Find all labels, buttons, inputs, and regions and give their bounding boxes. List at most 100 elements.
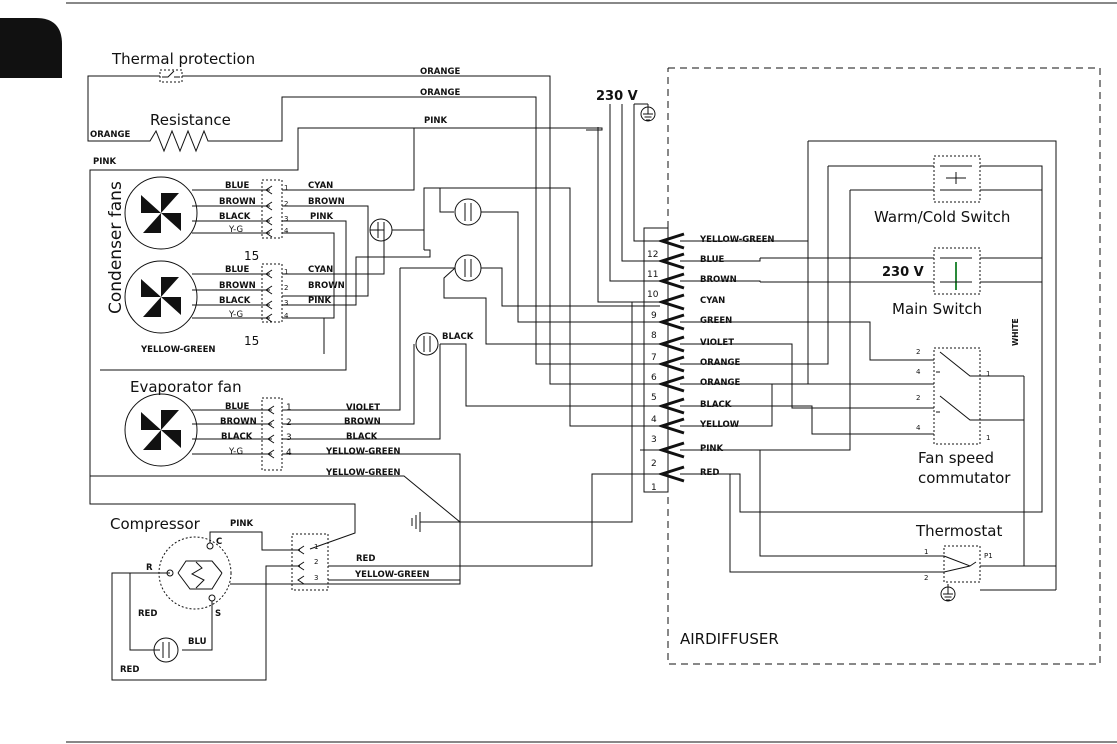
wire-label: Y-G xyxy=(228,447,243,457)
earth-symbol-bottom xyxy=(411,512,460,532)
wire-label: BROWN xyxy=(308,197,345,207)
pin-number: 2 xyxy=(916,394,920,402)
pin-number: 4 xyxy=(286,448,292,458)
connector-compressor xyxy=(291,533,329,591)
compressor-pin-r: R xyxy=(146,563,153,573)
compressor-pin-s: S xyxy=(215,609,221,619)
wire-label: YELLOW-GREEN xyxy=(140,345,216,355)
label-15: 15 xyxy=(244,334,259,348)
terminal-wire-label: YELLOW xyxy=(699,420,740,430)
fan-icon xyxy=(141,193,181,233)
terminal-number: 12 xyxy=(647,250,658,260)
wire-label: BLACK xyxy=(442,332,474,342)
pin-number: 1 xyxy=(284,268,288,276)
pin-number: 2 xyxy=(284,284,288,292)
capacitor-condenser xyxy=(369,218,393,242)
wire-label: BROWN xyxy=(308,281,345,291)
chapter-tab xyxy=(0,18,62,78)
fan-icon xyxy=(141,410,181,450)
evaporator-fan-label: Evaporator fan xyxy=(130,378,242,396)
capacitor-compressor xyxy=(153,637,179,663)
wire-label: PINK xyxy=(310,212,334,222)
capacitor-evaporator xyxy=(415,332,439,356)
wire-label-white: WHITE xyxy=(1011,318,1020,346)
wire-label: Y-G xyxy=(228,225,243,235)
pin-number: 4 xyxy=(916,368,921,376)
terminal-wire-label: CYAN xyxy=(700,296,725,306)
capacitor-1 xyxy=(454,198,482,226)
wire-label-pink-2: PINK xyxy=(93,157,117,167)
thermostat-label: Thermostat xyxy=(915,522,1002,540)
pin-number: 1 xyxy=(986,370,990,378)
terminal-number: 8 xyxy=(651,331,657,341)
pin-number: 2 xyxy=(286,418,292,428)
terminal-number: 7 xyxy=(651,353,657,363)
main-switch-230v-label: 230 V xyxy=(882,265,924,280)
evaporator-fan xyxy=(124,393,198,467)
pin-number: 4 xyxy=(916,424,921,432)
pin-number: 4 xyxy=(284,312,289,320)
wire-label: BLACK xyxy=(346,432,378,442)
terminal-wire-label: BLUE xyxy=(700,255,724,265)
condenser-fan-1 xyxy=(124,176,198,250)
terminal-number: 9 xyxy=(651,311,657,321)
wire-label: RED xyxy=(356,554,375,564)
wire-label: BLUE xyxy=(225,402,249,412)
resistance-label: Resistance xyxy=(150,111,231,129)
terminal-rows: 12YELLOW-GREEN11BLUE10BROWN9CYAN8GREEN7V… xyxy=(640,232,775,493)
wire-label: YELLOW-GREEN xyxy=(325,468,401,478)
resistance-symbol xyxy=(134,129,214,153)
connector-condenser-1 xyxy=(261,179,283,239)
thermostat xyxy=(943,545,981,583)
terminal-wire-label: BLACK xyxy=(700,400,732,410)
wire-label-orange-2: ORANGE xyxy=(420,88,460,98)
wire-label: PINK xyxy=(308,296,332,306)
supply-230v-label: 230 V xyxy=(596,89,638,104)
thermal-protection-switch xyxy=(159,69,183,83)
pin-number: 1 xyxy=(314,543,318,551)
wire-label: BLUE xyxy=(225,181,249,191)
wire-label: CYAN xyxy=(308,181,333,191)
connector-condenser-2 xyxy=(261,263,283,323)
wire-label-pink-1: PINK xyxy=(424,116,448,126)
wire-label: RED xyxy=(138,609,157,619)
terminal-wire-label: PINK xyxy=(700,444,724,454)
terminal-number: 4 xyxy=(651,415,657,425)
warm-cold-switch xyxy=(933,155,981,203)
pin-number: 1 xyxy=(284,184,288,192)
terminal-wire-label: RED xyxy=(700,468,719,478)
pin-number: 1 xyxy=(924,548,928,556)
wire-label: BROWN xyxy=(219,281,256,291)
terminal-number: 5 xyxy=(651,393,657,403)
fan-speed-label-1: Fan speed xyxy=(918,449,994,467)
wire-label: BROWN xyxy=(220,417,257,427)
terminal-wire-label: BROWN xyxy=(700,275,737,285)
main-switch xyxy=(933,247,981,295)
terminal-number: 11 xyxy=(647,270,658,280)
pin-number: 2 xyxy=(916,348,920,356)
thermal-protection-label: Thermal protection xyxy=(111,50,255,68)
pin-number: 3 xyxy=(284,299,288,307)
wire-label: Y-G xyxy=(228,310,243,320)
terminal-wire-label: VIOLET xyxy=(700,338,734,348)
fan-icon xyxy=(141,277,181,317)
terminal-wire-label: YELLOW-GREEN xyxy=(699,235,775,245)
pin-number: 2 xyxy=(284,200,288,208)
warm-cold-switch-label: Warm/Cold Switch xyxy=(874,208,1010,226)
wire-label-orange-3: ORANGE xyxy=(90,130,130,140)
fan-speed-label-2: commutator xyxy=(918,469,1011,487)
airdiffuser-label: AIRDIFFUSER xyxy=(680,630,779,648)
terminal-number: 3 xyxy=(651,435,657,445)
terminal-wire-label: ORANGE xyxy=(700,378,740,388)
wire-label: PINK xyxy=(230,519,254,529)
pin-number: 2 xyxy=(924,574,928,582)
fan-speed-commutator xyxy=(933,347,981,445)
wire-label: VIOLET xyxy=(346,403,380,413)
terminal-block xyxy=(643,227,669,493)
thermostat-pin-p1: P1 xyxy=(984,552,993,560)
wire-label: CYAN xyxy=(308,265,333,275)
wire-label: BLU xyxy=(188,637,207,647)
wire-label: BLACK xyxy=(219,296,251,306)
wire-label: BLACK xyxy=(221,432,253,442)
